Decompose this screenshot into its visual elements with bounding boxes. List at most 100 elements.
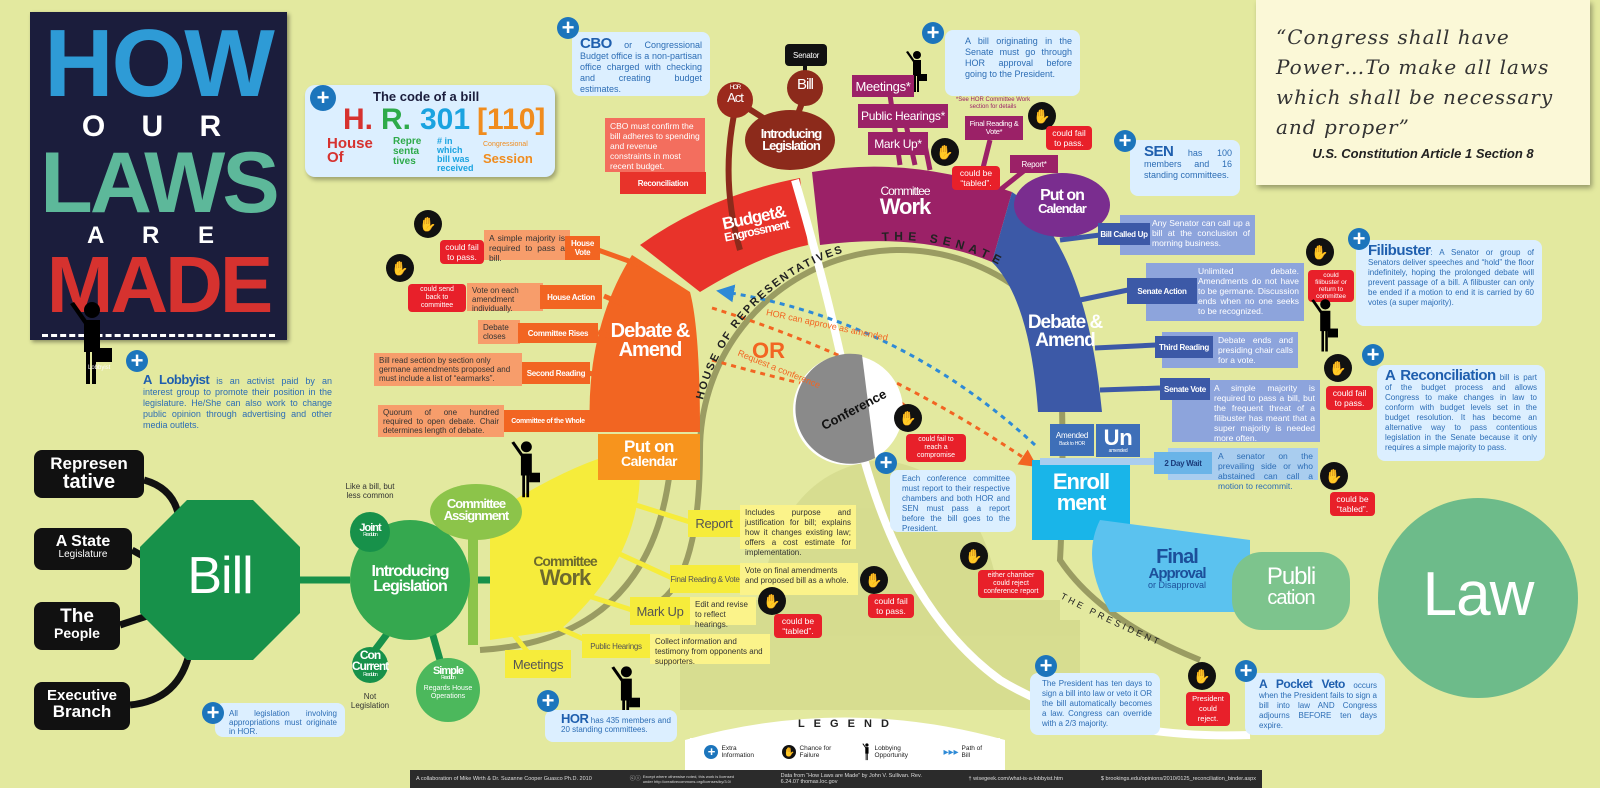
concurrent-title: Con Current [351,648,389,674]
code-session-small: Congressional [483,141,528,148]
reconciliation-text: bill is part of the budget process and a… [1385,373,1537,452]
scw-line2: Work [879,194,932,220]
plus-icon[interactable]: + [557,17,579,39]
quote-source: U.S. Constitution Article 1 Section 8 [1312,146,1534,161]
wisegeek-link: wisegeek.com/what-is-a-lobbyist.htm [973,776,1063,782]
footer-credit: A collaboration of Mike Wirth & Dr. Suza… [416,776,592,782]
plus-icon[interactable]: + [1035,655,1057,677]
intro-line1: Introducing [371,563,450,580]
pocket-veto-note: A Pocket Veto occurs when the President … [1245,673,1385,735]
lobbyist-note: A Lobbyist is an activist paid by an int… [135,358,340,440]
pocket-veto-bold: A Pocket Veto [1259,677,1345,691]
house-debate-line1: Debate & [610,320,691,342]
plus-icon[interactable]: + [202,702,224,724]
plus-icon[interactable]: + [126,350,148,372]
footer-brookings[interactable]: $ brookings.edu/opinions/2010/0125_recon… [1101,776,1256,782]
stop-hand-icon: ✋ [962,544,986,568]
brookings-link: brookings.edu/opinions/2010/0125_reconci… [1105,776,1256,782]
title-laws: LAWS [40,135,279,231]
pocket-veto-text: occurs when the President fails to sign … [1259,681,1377,730]
plus-icon[interactable]: + [310,85,336,111]
sc-line1: Put on [1040,187,1085,204]
source-label: Branch [52,702,112,721]
reconciliation-step: Reconciliation [620,172,706,194]
fail-badge: could fail to pass. [440,240,484,264]
joint-sub: Resolution [363,532,378,539]
see-hor-note: *See HOR Committee Work section for deta… [955,97,1031,110]
legend-label: Path of Bill [961,745,983,759]
introducing-legislation-circle [350,520,470,640]
third-reading-step: Third Reading [1155,336,1213,358]
cbo-bold: CBO [580,35,612,52]
code-number: 301 [420,103,471,136]
public-hearings-desc: Collect information and testimony from o… [650,634,770,666]
or-label: OR [752,338,785,363]
house-vote-step: House Vote [565,236,600,260]
final-reading-desc: Vote on final amendments and proposed bi… [740,563,858,595]
committee-whole-desc: Quorum of one hundred required to open d… [378,405,504,437]
house-calendar-line1: Put on [624,437,674,456]
enroll-line1: Enroll [1052,469,1110,494]
legend-item: Lobbying Opportunity [862,743,914,761]
stop-hand-icon: ✋ [1326,356,1350,380]
bill-called-up-step: Bill Called Up [1098,223,1150,245]
lobbyist-icon [611,666,640,723]
si-line1: Introducing [760,126,823,141]
sc-line2: Calendar [1038,201,1087,217]
source-label: Executive [46,687,118,704]
sd-line2: Amend [1035,330,1095,352]
fail-badge: President could reject. [1186,692,1230,726]
un-small: amended [1108,447,1128,454]
plus-icon[interactable]: + [1362,344,1384,366]
budget-sector [640,178,808,292]
fail-badge: could fail to reach a compromise [906,434,966,462]
house-action-step: House Action [540,285,602,309]
source-label: The [60,606,94,627]
plus-icon[interactable]: + [537,690,559,712]
fail-badge: could fail to pass. [1326,386,1373,410]
final-line1: Final [1156,546,1199,568]
license-text: Except where otherwise noted, this work … [642,774,735,784]
sen-bold: SEN [1144,143,1174,160]
report-step: Report [688,510,740,537]
hor-text: has 435 members and 20 standing committe… [561,716,671,734]
senate-meetings: Meetings* [852,75,914,97]
legend-title: L E G E N D [798,718,892,730]
president-note: The President has ten days to sign a bil… [1030,673,1160,735]
simple-desc: Regards House Operations [423,685,473,701]
senate-debate-sector [992,192,1102,412]
hor-small: HOR [729,85,741,91]
plus-icon[interactable]: + [922,22,944,44]
quote-text: “Congress shall have Power…To make all l… [1276,25,1554,139]
sd-line1: Debate & [1027,312,1103,333]
bill-code-box: The code of a bill H. R. 301 [110] House… [305,85,555,177]
source-label: People [54,625,100,641]
reconciliation-desc: CBO must confirm the bill adheres to spe… [605,118,705,172]
cc-icon: ⓒⓘ [629,776,641,782]
cbo-note: CBO or Congressional Budget office is a … [572,32,710,96]
house-debate-label: Debate &Amend [600,320,700,361]
plus-icon[interactable]: + [1235,660,1257,682]
conference-note: Each conference committee must report to… [890,470,1016,533]
lobbyist-icon [1311,299,1338,352]
senate-debate-label: Debate &Amend [1020,312,1110,352]
house-action-desc: Vote on each amendment individually. [467,283,543,313]
final-line2: Approval [1148,565,1206,582]
plus-icon[interactable]: + [875,452,897,474]
house-debate-line2: Amend [618,339,683,361]
plus-icon[interactable]: + [1114,130,1136,152]
plus-icon[interactable]: + [1348,228,1370,250]
footer-wisegeek[interactable]: † wisegeek.com/what-is-a-lobbyist.htm [969,776,1063,782]
law-label: Law [1422,560,1535,629]
joint-desc: Like a bill, but less common [345,482,395,500]
